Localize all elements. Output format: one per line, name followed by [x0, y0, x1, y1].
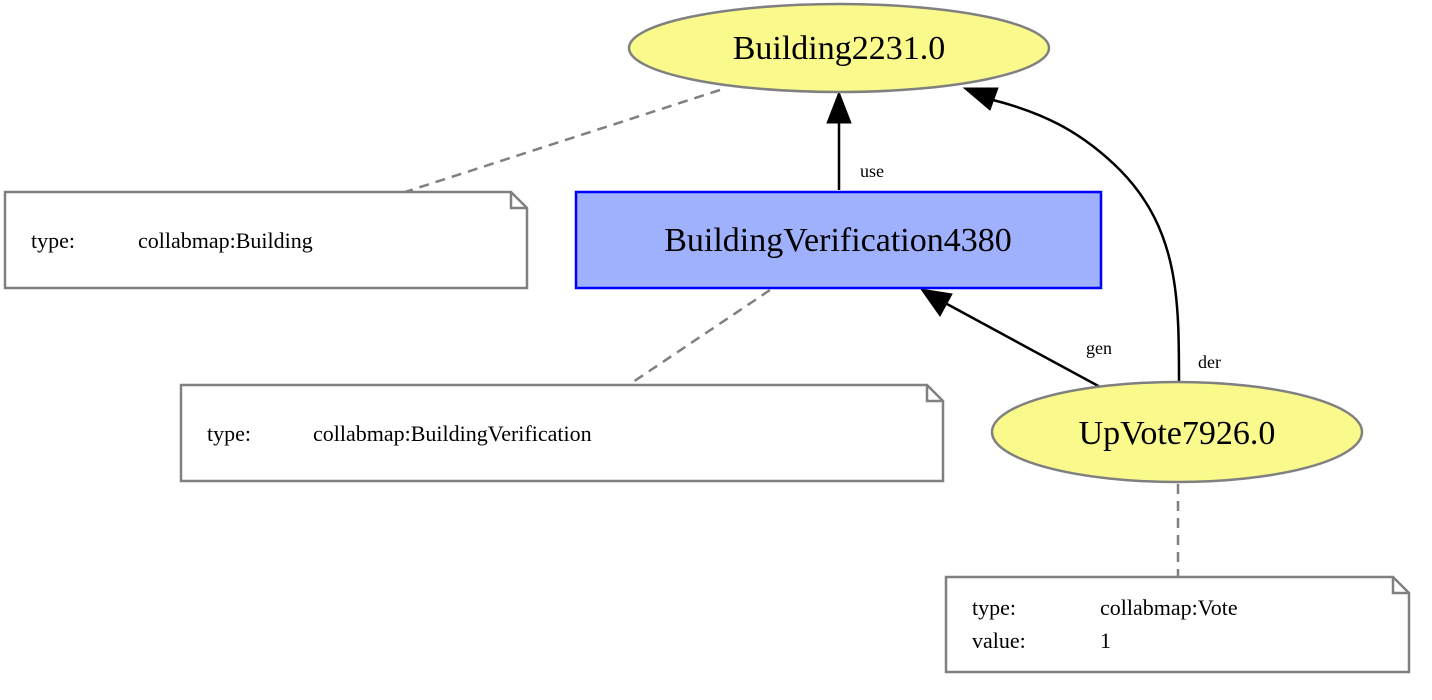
note-activity: type: collabmap:BuildingVerification: [179, 383, 945, 483]
note-upvote-key-1: value:: [972, 628, 1026, 653]
edge-label-use: use: [860, 161, 884, 181]
edge-label-gen: gen: [1086, 338, 1112, 358]
note-connector-building: [404, 88, 721, 194]
note-building: type: collabmap:Building: [3, 190, 529, 290]
note-activity-value-0: collabmap:BuildingVerification: [313, 421, 592, 446]
edge-label-der: der: [1198, 352, 1221, 372]
note-upvote-value-1: 1: [1100, 628, 1111, 653]
activity-node-label: BuildingVerification4380: [664, 222, 1012, 259]
edge-der: der: [962, 87, 1221, 384]
note-building-value-0: collabmap:Building: [138, 228, 313, 253]
note-building-key-0: type:: [31, 228, 75, 253]
note-activity-key-0: type:: [207, 421, 251, 446]
entity-node-building[interactable]: Building2231.0: [627, 2, 1051, 94]
edge-gen: gen: [919, 288, 1112, 390]
edge-use: use: [826, 90, 884, 190]
entity-node-upvote[interactable]: UpVote7926.0: [990, 380, 1364, 484]
entity-node-building-label: Building2231.0: [733, 30, 946, 67]
note-connector-activity: [629, 288, 771, 386]
note-upvote-value-0: collabmap:Vote: [1100, 595, 1238, 620]
note-upvote-key-0: type:: [972, 595, 1016, 620]
entity-node-upvote-label: UpVote7926.0: [1079, 415, 1276, 452]
activity-node-building-verification[interactable]: BuildingVerification4380: [574, 190, 1103, 290]
note-upvote: type: collabmap:Vote value: 1: [944, 575, 1411, 674]
